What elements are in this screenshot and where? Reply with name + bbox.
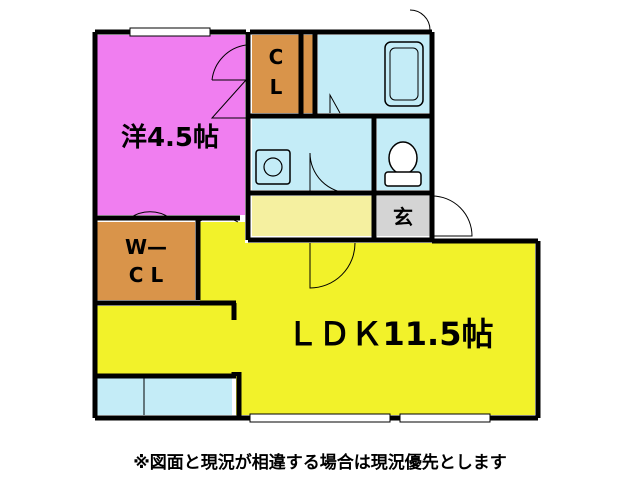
washbasin-icon — [255, 149, 291, 185]
bathtub-icon — [384, 41, 424, 107]
storage-unit — [97, 378, 232, 415]
walkin-closet-label-line1: W— — [125, 235, 167, 259]
toilet-tank — [384, 171, 422, 187]
toilet-icon — [388, 141, 418, 175]
ldk-room — [97, 222, 535, 415]
ldk-left-area — [97, 306, 232, 376]
ldk-label: ＬＤＫ11.5帖 — [287, 315, 494, 353]
closet-strip — [303, 35, 313, 113]
doors — [129, 9, 473, 289]
western-room-label: 洋4.5帖 — [121, 122, 219, 153]
hallway — [252, 196, 374, 236]
closet — [252, 35, 300, 113]
entrance-label: 玄 — [393, 205, 413, 229]
closet-label-line1: C — [269, 45, 284, 69]
walkin-closet-label-line2: C L — [129, 263, 164, 287]
washbasin-bowl — [263, 157, 283, 177]
disclaimer-note: ※図面と現況が相違する場合は現況優先とします — [133, 453, 507, 473]
western-room — [97, 35, 245, 215]
windows — [129, 27, 491, 423]
walkin-closet — [97, 222, 195, 300]
entrance-area — [377, 196, 430, 236]
closet-label-line2: L — [270, 75, 283, 99]
bathtub-inner — [389, 47, 419, 101]
